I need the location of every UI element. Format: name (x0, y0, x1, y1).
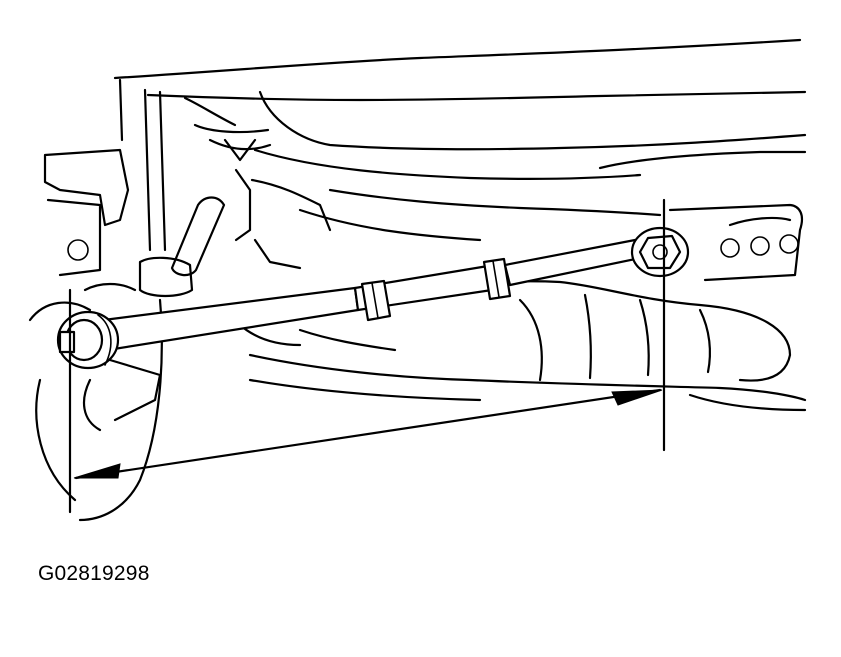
lateral-rod (56, 226, 690, 370)
length-dimension (68, 198, 666, 514)
arrowhead-left (73, 463, 121, 479)
arrowhead-right (611, 389, 663, 406)
chassis-outline (28, 38, 807, 522)
figure-code: G02819298 (38, 562, 150, 585)
